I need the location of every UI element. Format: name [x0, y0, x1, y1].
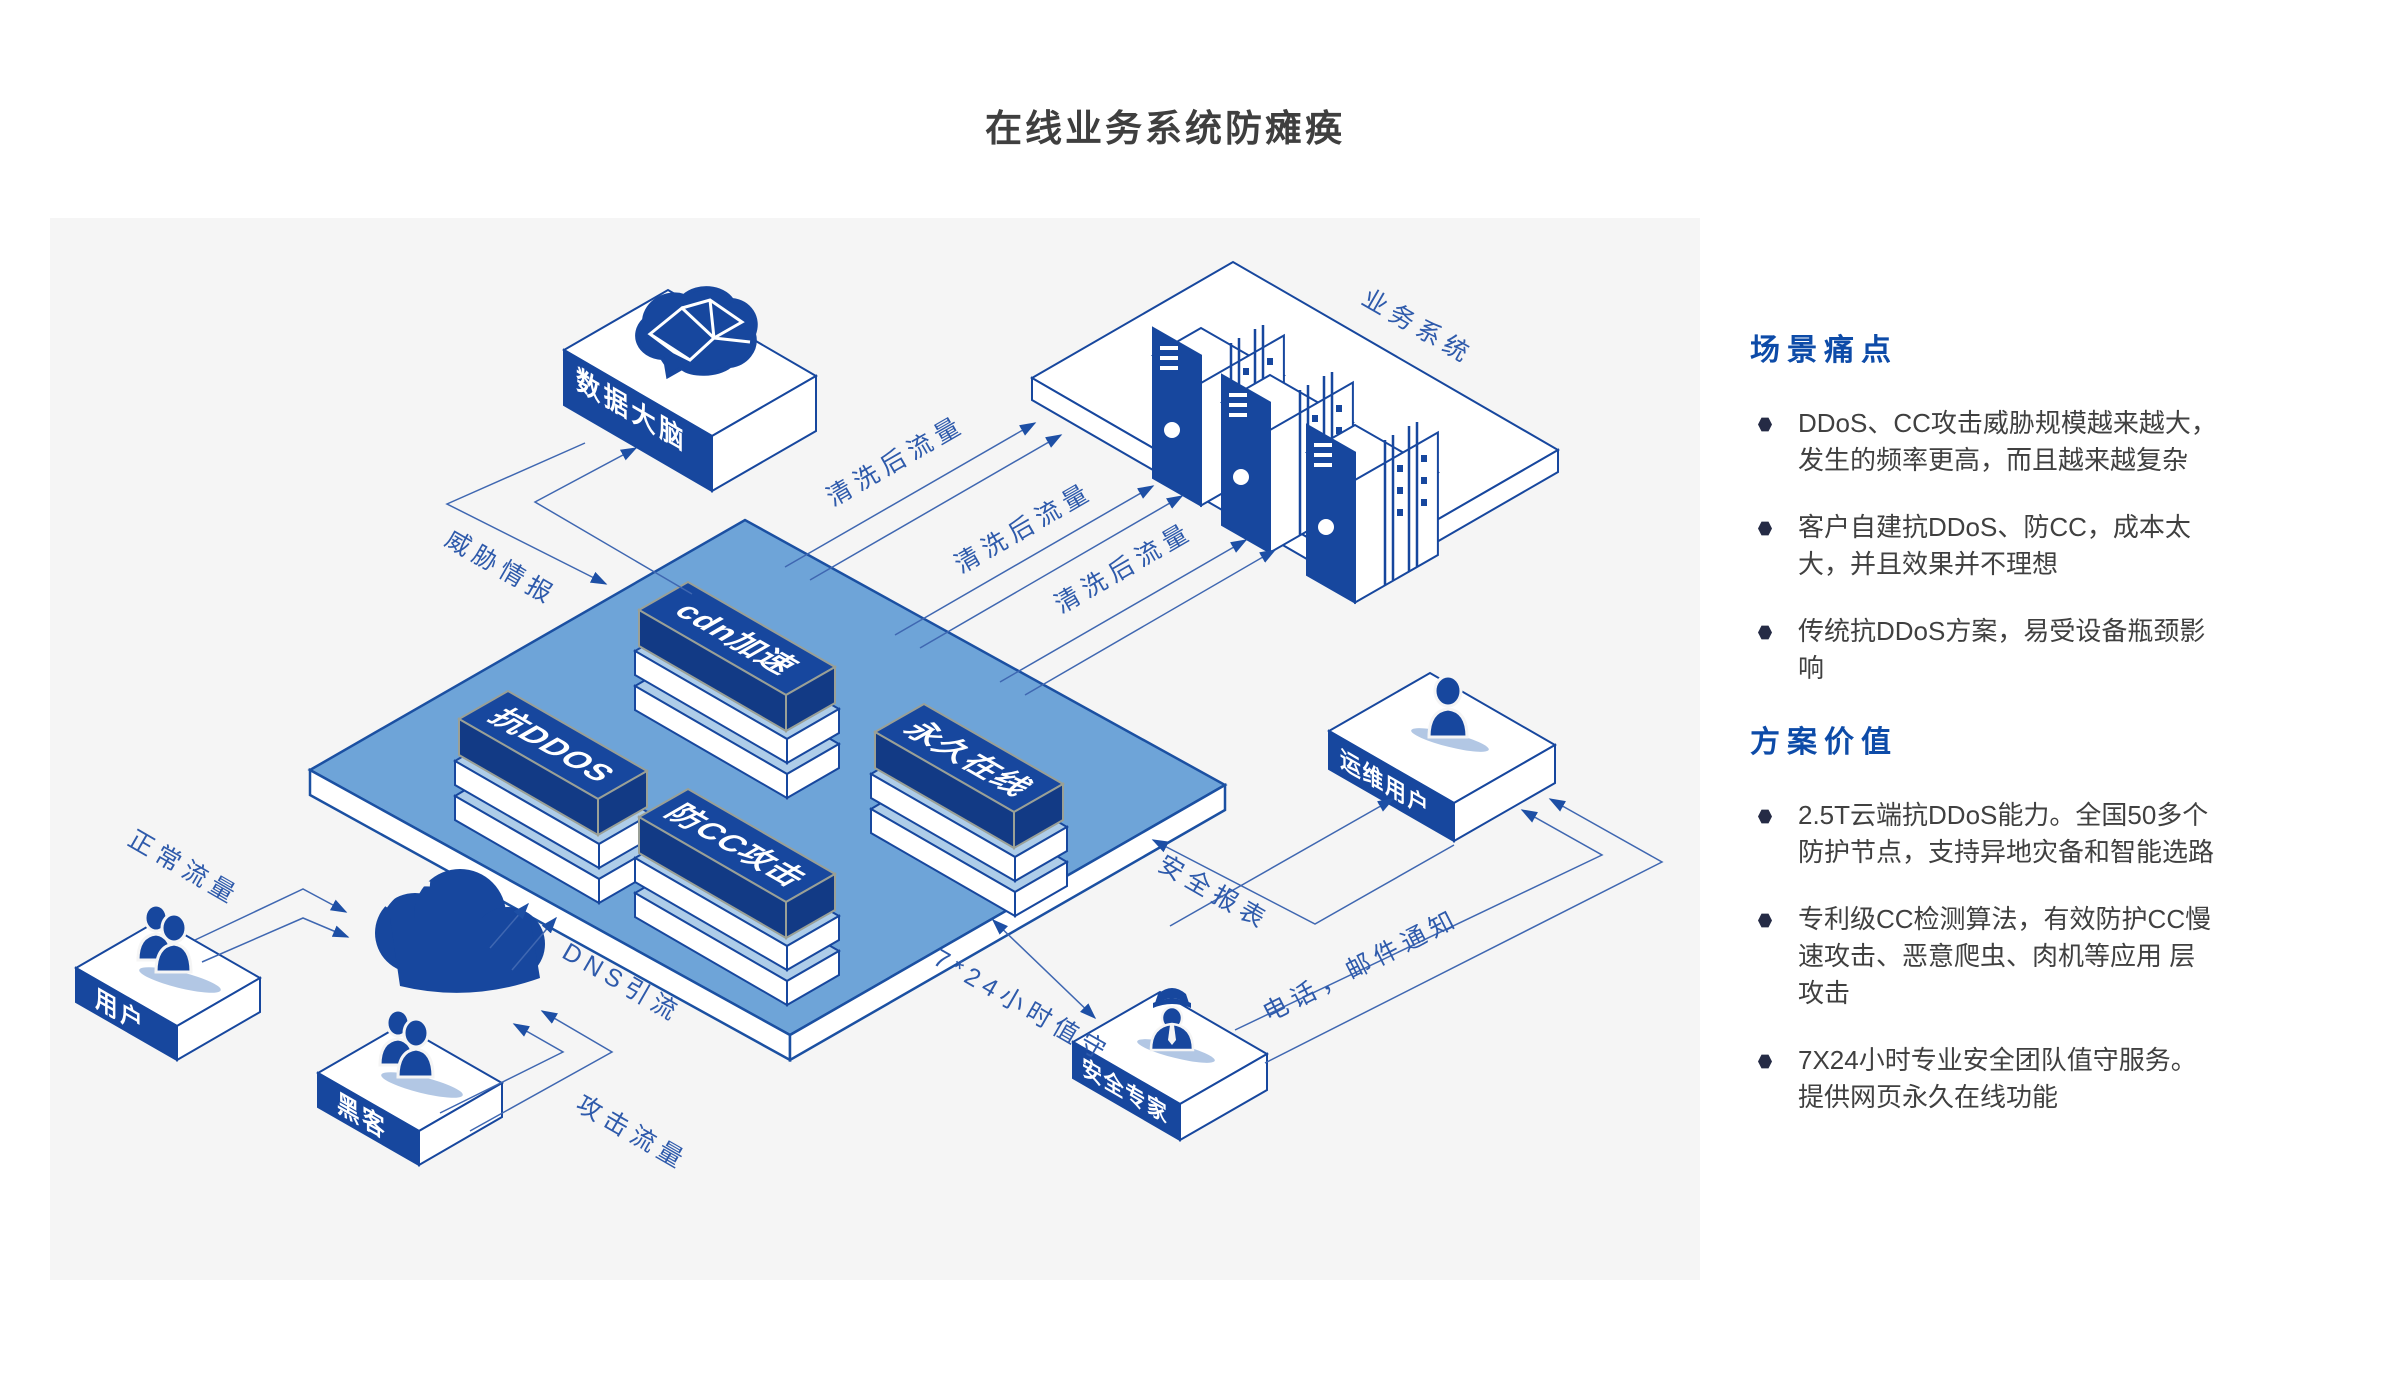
- bullet-icon: [1758, 1054, 1772, 1069]
- info-panel: 场景痛点 DDoS、CC攻击威胁规模越来越大，发生的频率更高，而且越来越复杂 客…: [1750, 325, 2220, 1146]
- cleaned-traffic-label-2: 清洗后流量: [950, 477, 1098, 579]
- data-brain-node: 数据大脑: [562, 286, 818, 493]
- solution-value-list: 2.5T云端抗DDoS能力。全国50多个防护节点，支持异地灾备和智能选路 专利级…: [1750, 797, 2220, 1116]
- business-system-node: 业务系统: [1030, 260, 1560, 605]
- bullet-icon: [1758, 521, 1772, 536]
- bullet-icon: [1758, 913, 1772, 928]
- solution-value-text: 专利级CC检测算法，有效防护CC慢速攻击、恶意爬虫、肉机等应用 层攻击: [1798, 904, 2212, 1008]
- duty-label: 7*24小时值守: [929, 944, 1116, 1068]
- architecture-diagram: 业务系统 数据大脑: [50, 218, 1700, 1280]
- always-online-node: 永久在线: [869, 702, 1069, 918]
- anti-ddos-node: 抗DDOS: [453, 689, 653, 905]
- solution-value-item: 2.5T云端抗DDoS能力。全国50多个防护节点，支持异地灾备和智能选路: [1750, 797, 2220, 871]
- notify-label: 电话，邮件通知: [1258, 904, 1464, 1027]
- bullet-icon: [1758, 625, 1772, 640]
- bullet-icon: [1758, 809, 1772, 824]
- pain-point-item: 传统抗DDoS方案，易受设备瓶颈影响: [1750, 613, 2220, 687]
- server-icon: [1150, 325, 1440, 605]
- solution-value-title: 方案价值: [1750, 726, 1898, 759]
- solution-value-text: 7X24小时专业安全团队值守服务。提供网页永久在线功能: [1798, 1045, 2197, 1112]
- normal-traffic-label: 正常流量: [123, 825, 244, 911]
- pain-points-title: 场景痛点: [1750, 334, 1898, 367]
- pain-point-item: DDoS、CC攻击威胁规模越来越大，发生的频率更高，而且越来越复杂: [1750, 405, 2220, 479]
- cdn-node: cdn加速: [633, 580, 841, 800]
- bullet-icon: [1758, 417, 1772, 432]
- hacker-node: 黑客: [315, 1008, 505, 1167]
- pain-point-text: 客户自建抗DDoS、防CC，成本太大，并且效果并不理想: [1798, 512, 2191, 579]
- user-node: 用户: [73, 903, 263, 1062]
- ops-user-node: 运维用户: [1326, 671, 1558, 843]
- brain-icon: [635, 286, 758, 380]
- pain-point-text: 传统抗DDoS方案，易受设备瓶颈影响: [1798, 616, 2206, 683]
- anti-cc-node: 防CC攻击: [633, 787, 841, 1007]
- diagram-canvas: 业务系统 数据大脑: [73, 260, 1664, 1176]
- solution-value-item: 专利级CC检测算法，有效防护CC慢速攻击、恶意爬虫、肉机等应用 层攻击: [1750, 901, 2220, 1012]
- attack-traffic-label: 攻击流量: [571, 1090, 692, 1176]
- solution-value-text: 2.5T云端抗DDoS能力。全国50多个防护节点，支持异地灾备和智能选路: [1798, 800, 2215, 867]
- page-title: 在线业务系统防瘫痪: [985, 108, 1345, 149]
- cloud-icon: [375, 869, 545, 993]
- solution-value-item: 7X24小时专业安全团队值守服务。提供网页永久在线功能: [1750, 1042, 2220, 1116]
- pain-point-item: 客户自建抗DDoS、防CC，成本太大，并且效果并不理想: [1750, 509, 2220, 583]
- pain-point-text: DDoS、CC攻击威胁规模越来越大，发生的频率更高，而且越来越复杂: [1798, 408, 2217, 475]
- cleaned-traffic-label-1: 清洗后流量: [822, 410, 970, 512]
- pain-points-list: DDoS、CC攻击威胁规模越来越大，发生的频率更高，而且越来越复杂 客户自建抗D…: [1750, 405, 2220, 687]
- threat-intel-label: 威胁情报: [440, 525, 561, 611]
